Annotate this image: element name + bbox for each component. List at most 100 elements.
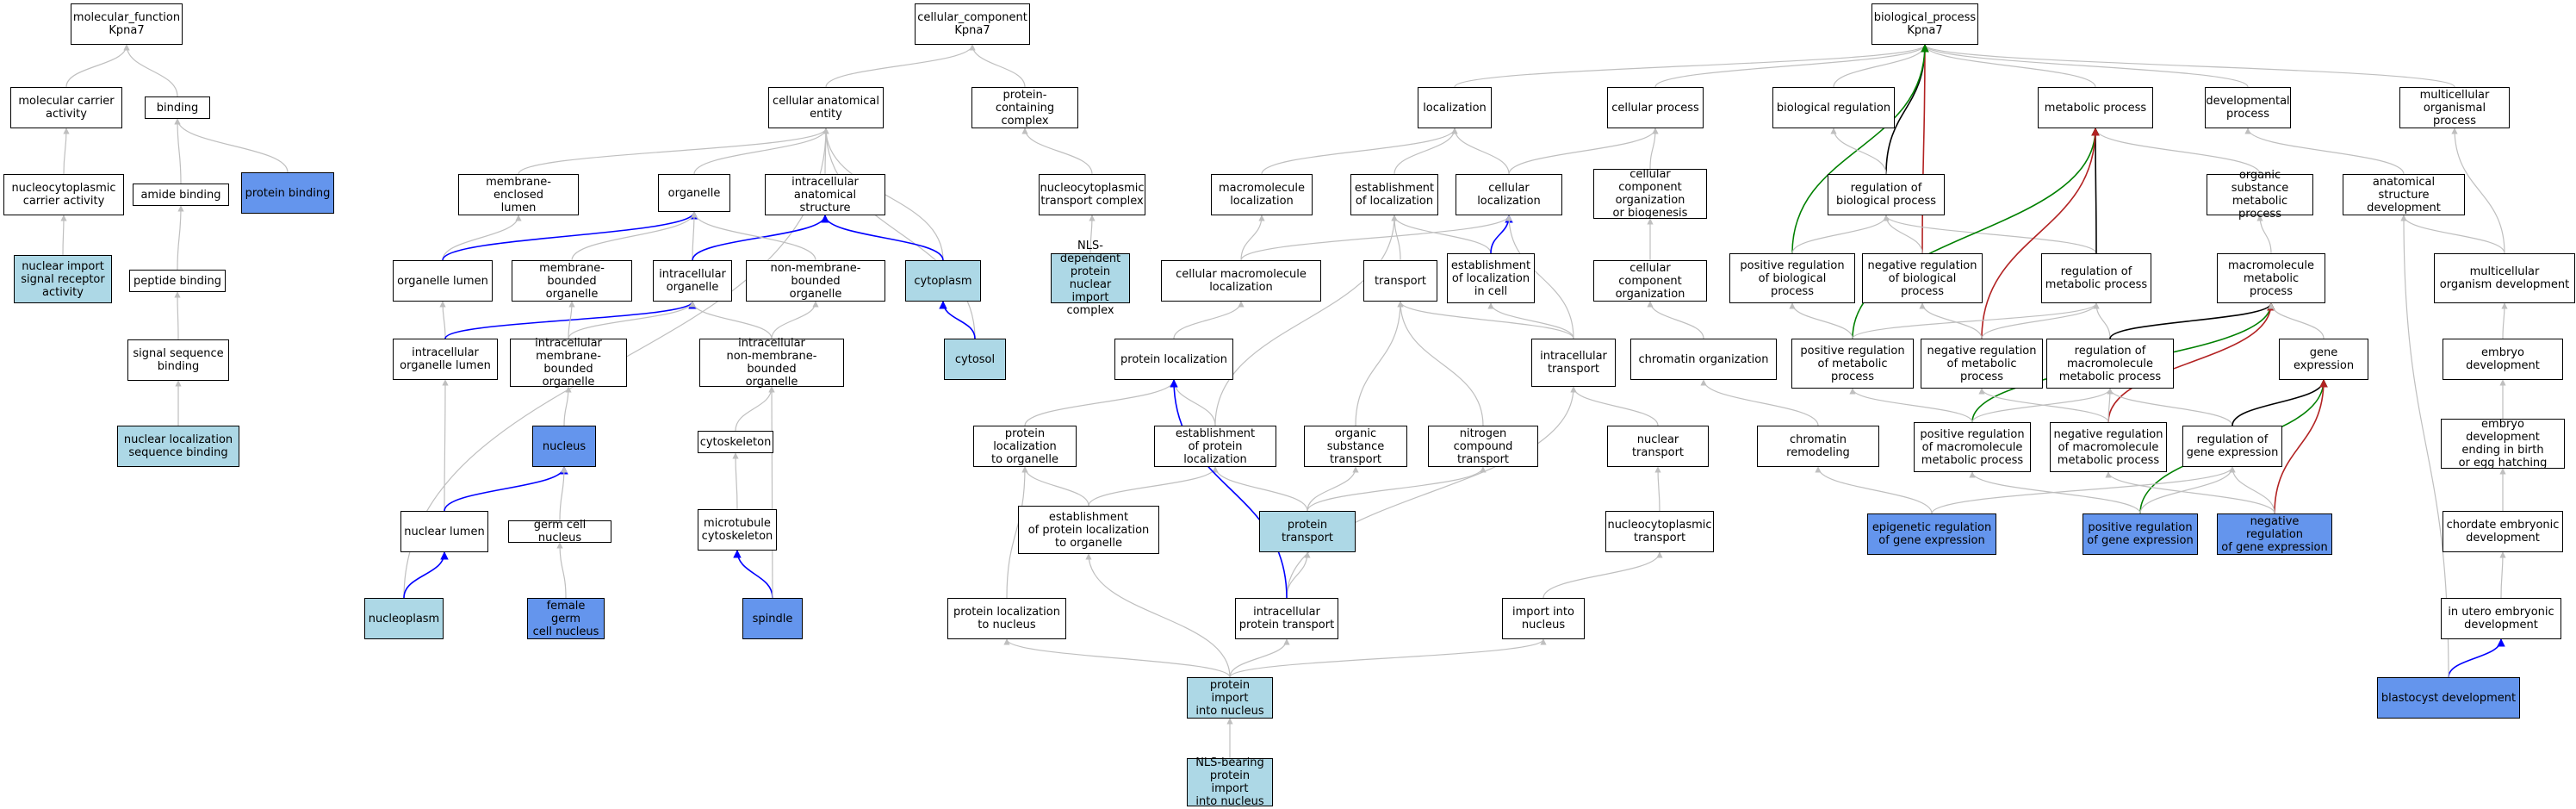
node-posregmmp[interactable]: positive regulation of macromolecule met… (1914, 422, 2031, 472)
node-nucleoplasm[interactable]: nucleoplasm (364, 598, 444, 639)
node-negregge[interactable]: negative regulation of gene expression (2217, 513, 2332, 555)
node-regmp[interactable]: regulation of metabolic process (2041, 253, 2151, 303)
node-posregmp[interactable]: positive regulation of metabolic process (1791, 339, 1914, 389)
node-cc[interactable]: cellular_component Kpna7 (915, 3, 1030, 45)
node-spindle[interactable]: spindle (742, 598, 803, 639)
node-transport[interactable]: transport (1363, 260, 1437, 302)
node-cytoplasm[interactable]: cytoplasm (905, 260, 981, 302)
node-intratrans[interactable]: intracellular transport (1531, 339, 1616, 387)
node-estprotloc[interactable]: establishment of protein localization (1154, 426, 1276, 467)
node-ncca[interactable]: nucleocytoplasmic carrier activity (3, 174, 124, 215)
node-mtcs[interactable]: microtubule cytoskeleton (698, 509, 777, 551)
node-importnuc[interactable]: import into nucleus (1502, 598, 1585, 639)
node-binding[interactable]: binding (145, 96, 210, 119)
node-ostrans[interactable]: organic substance transport (1304, 426, 1407, 467)
node-geneexp[interactable]: gene expression (2279, 339, 2368, 380)
node-negregbp[interactable]: negative regulation of biological proces… (1862, 253, 1983, 303)
edge-organelle-to-cae (693, 128, 829, 175)
edge-inmbo-to-io (689, 301, 773, 339)
node-plocorg[interactable]: protein localization to organelle (973, 426, 1077, 467)
node-chromrem[interactable]: chromatin remodeling (1757, 426, 1879, 467)
node-imbo[interactable]: intracellular membrane-bounded organelle (510, 337, 627, 389)
node-regbp[interactable]: regulation of biological process (1828, 174, 1945, 215)
node-embdev[interactable]: embryo development (2443, 339, 2563, 380)
node-estlocincell[interactable]: establishment of localization in cell (1447, 253, 1535, 303)
node-negregmp[interactable]: negative regulation of metabolic process (1921, 339, 2043, 389)
node-ccob[interactable]: cellular component organization or bioge… (1593, 168, 1707, 220)
node-ias[interactable]: intracellular anatomical structure (765, 174, 885, 215)
node-gcn[interactable]: germ cell nucleus (508, 519, 611, 545)
node-nucleus[interactable]: nucleus (532, 426, 596, 467)
node-cytosol[interactable]: cytosol (944, 339, 1006, 380)
edge-nctc-to-pcc (1021, 128, 1093, 175)
edge-gcn-to-nucleus (559, 466, 568, 521)
node-blasto[interactable]: blastocyst development (2377, 677, 2520, 719)
edge-intratrans-to-estlocincell (1487, 302, 1574, 339)
node-asd[interactable]: anatomical structure development (2343, 174, 2465, 215)
node-pcc[interactable]: protein-containing complex (971, 87, 1078, 128)
node-mf[interactable]: molecular_function Kpna7 (71, 3, 183, 45)
node-cml[interactable]: cellular macromolecule localization (1161, 260, 1321, 302)
node-devproc[interactable]: developmental process (2205, 87, 2291, 128)
node-iol[interactable]: intracellular organelle lumen (393, 339, 498, 380)
node-cco[interactable]: cellular component organization (1593, 260, 1707, 302)
node-edbirth[interactable]: embryo development ending in birth or eg… (2441, 418, 2565, 470)
node-macroloc[interactable]: macromolecule localization (1211, 174, 1313, 215)
node-nlsbear[interactable]: NLS-bearing protein import into nucleus (1187, 756, 1273, 808)
node-organelle[interactable]: organelle (658, 174, 730, 212)
node-regge[interactable]: regulation of gene expression (2182, 426, 2282, 467)
edge-pin-to-estplocorg (1085, 553, 1231, 678)
node-mcop[interactable]: multicellular organismal process (2399, 87, 2510, 128)
node-localization[interactable]: localization (1418, 87, 1492, 128)
node-inmbo[interactable]: intracellular non-membrane-bounded organ… (699, 337, 844, 389)
node-cellproc[interactable]: cellular process (1607, 87, 1704, 128)
node-peptide[interactable]: peptide binding (129, 270, 226, 292)
node-pin[interactable]: protein import into nucleus (1187, 677, 1273, 719)
node-prottrans[interactable]: protein transport (1259, 511, 1356, 552)
node-ced[interactable]: chordate embryonic development (2443, 511, 2563, 552)
node-iued[interactable]: in utero embryonic development (2441, 598, 2561, 639)
node-mcarrier[interactable]: molecular carrier activity (10, 87, 122, 128)
node-metproc[interactable]: metabolic process (2038, 87, 2153, 128)
node-nisr[interactable]: nuclear import signal receptor activity (14, 255, 112, 303)
edge-fgcn-to-gcn (556, 542, 567, 599)
node-ssb[interactable]: signal sequence binding (127, 339, 229, 381)
node-posregge[interactable]: positive regulation of gene expression (2083, 513, 2198, 555)
edge-peptide-to-amide (177, 205, 184, 271)
node-mcod[interactable]: multicellular organism development (2434, 253, 2575, 303)
node-cae[interactable]: cellular anatomical entity (768, 87, 884, 128)
node-nlsb[interactable]: nuclear localization sequence binding (117, 426, 239, 467)
node-amide[interactable]: amide binding (133, 184, 229, 206)
edge-pcc-to-cc (969, 44, 1026, 88)
node-protbind[interactable]: protein binding (241, 172, 334, 214)
node-nmbo[interactable]: non-membrane-bounded organelle (746, 260, 885, 302)
node-mel[interactable]: membrane-enclosed lumen (458, 174, 579, 215)
node-fgcn[interactable]: female germ cell nucleus (527, 598, 605, 639)
node-mmp[interactable]: macromolecule metabolic process (2217, 253, 2325, 303)
node-ncyttrans[interactable]: nucleocytoplasmic transport (1605, 511, 1714, 552)
node-nctc[interactable]: nucleocytoplasmic transport complex (1039, 174, 1145, 215)
node-cellloc[interactable]: cellular localization (1456, 174, 1562, 215)
node-nuctrans[interactable]: nuclear transport (1607, 426, 1709, 467)
node-estloc[interactable]: establishment of localization (1350, 174, 1438, 215)
node-nlsdep[interactable]: NLS-dependent protein nuclear import com… (1051, 240, 1130, 317)
node-bioreg[interactable]: biological regulation (1772, 87, 1895, 128)
node-cytoskeleton[interactable]: cytoskeleton (698, 431, 773, 453)
node-protloc[interactable]: protein localization (1114, 339, 1233, 380)
node-posregbp[interactable]: positive regulation of biological proces… (1729, 253, 1855, 303)
node-io[interactable]: intracellular organelle (653, 260, 732, 302)
node-estplocorg[interactable]: establishment of protein localization to… (1018, 506, 1159, 554)
node-regmmp[interactable]: regulation of macromolecule metabolic pr… (2046, 339, 2174, 389)
edge-posregmp-to-regmp (1852, 302, 2100, 339)
node-epireg[interactable]: epigenetic regulation of gene expression (1867, 513, 1996, 555)
node-plocnuc[interactable]: protein localization to nucleus (947, 598, 1066, 639)
node-nctrans[interactable]: nitrogen compound transport (1428, 426, 1538, 467)
node-chromorg[interactable]: chromatin organization (1630, 339, 1777, 380)
node-orglumen[interactable]: organelle lumen (393, 260, 493, 302)
node-nlumen[interactable]: nuclear lumen (400, 511, 488, 552)
node-negregmmp[interactable]: negative regulation of macromolecule met… (2050, 422, 2167, 472)
node-osmp[interactable]: organic substance metabolic process (2207, 169, 2313, 221)
node-bp[interactable]: biological_process Kpna7 (1871, 3, 1978, 45)
node-mbo[interactable]: membrane-bounded organelle (512, 260, 632, 302)
node-ipt[interactable]: intracellular protein transport (1235, 598, 1338, 639)
